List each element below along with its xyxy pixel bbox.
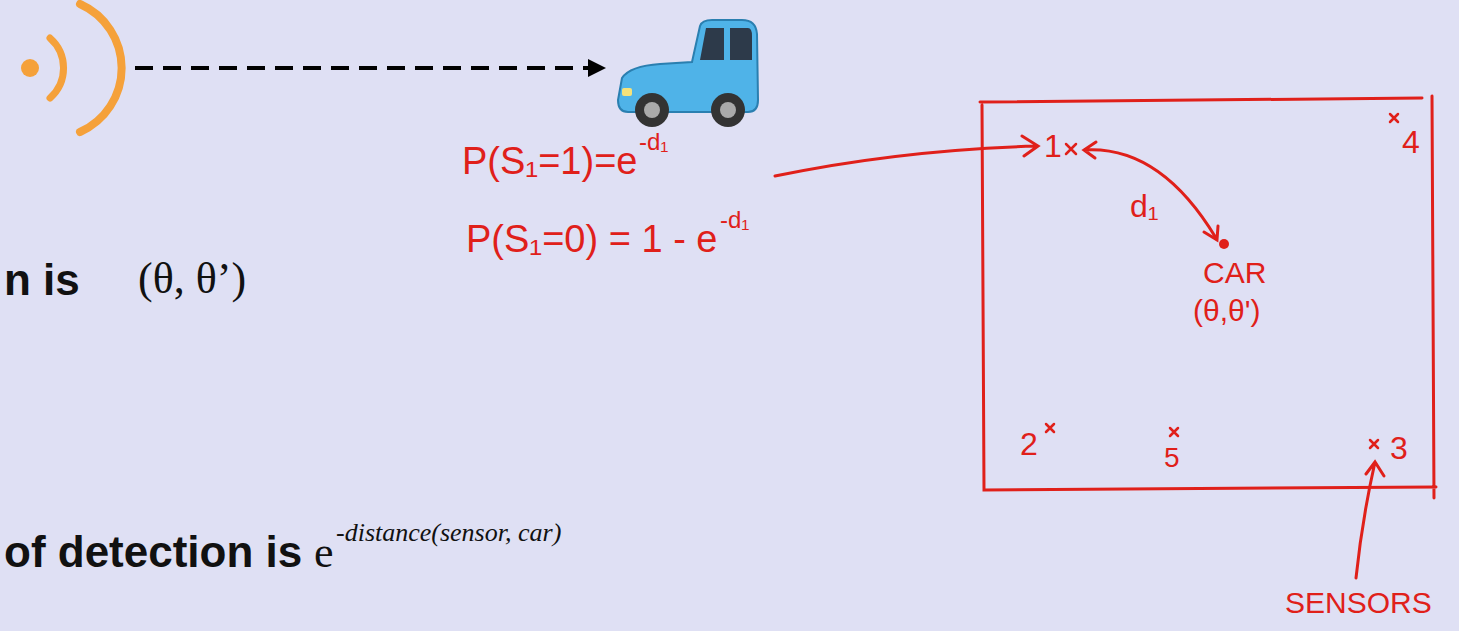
sensor-number: 3 <box>1390 432 1408 464</box>
distance-arrow <box>1084 142 1218 240</box>
car-dot <box>1219 239 1229 249</box>
exponent: -d₁ <box>720 208 749 232</box>
sensor-number: 4 <box>1402 126 1420 158</box>
sensor-number: 5 <box>1164 444 1180 472</box>
sensors-arrow <box>1356 462 1384 578</box>
red-annotations <box>775 96 1436 578</box>
exponent: -d₁ <box>639 130 668 154</box>
car-coordinates: (θ,θ') <box>1193 296 1260 326</box>
math-text: e <box>314 531 334 575</box>
handwritten-formula: P(S₁=1)=e <box>462 142 637 180</box>
car-label: CAR <box>1203 258 1266 288</box>
math-text: (θ, θ’) <box>138 257 246 301</box>
heading-fragment: n is <box>4 258 80 302</box>
sensor-number: 2 <box>1020 428 1038 460</box>
distance-label: d₁ <box>1130 190 1159 222</box>
pointer-arrow <box>775 136 1038 176</box>
handwritten-formula: P(S₁=0) = 1 - e <box>466 220 718 258</box>
exponent: -distance(sensor, car) <box>336 520 561 546</box>
region-outline <box>980 96 1436 498</box>
sensor-number: 1 <box>1044 130 1062 162</box>
radio-icon <box>21 4 122 132</box>
sensor-marks <box>1046 114 1398 448</box>
heading-fragment: of detection is <box>4 530 302 574</box>
sensors-label: SENSORS <box>1285 588 1432 618</box>
dashed-arrow <box>135 59 606 77</box>
car-icon <box>618 20 758 127</box>
